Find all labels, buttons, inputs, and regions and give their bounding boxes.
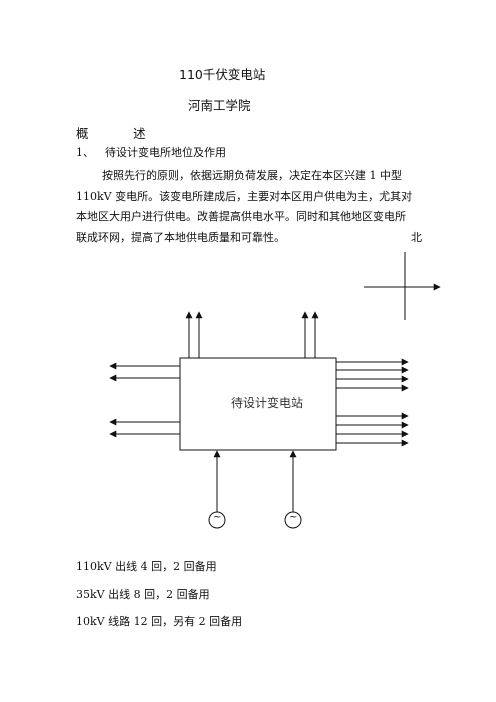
note-10kv: 10kV 线路 12 回，另有 2 回备用 (76, 615, 243, 628)
left-outgoing-lines (109, 362, 180, 438)
generator-icon (284, 511, 302, 529)
north-label: 北 (411, 231, 422, 244)
item-heading: 待设计变电所地位及作用 (105, 146, 226, 159)
section-heading-right: 述 (133, 126, 146, 141)
paragraph-line-2: 110kV 变电所。该变电所建成后，主要对本区用户供电为主，尤其对 (76, 190, 413, 203)
paragraph-line-1: 按照先行的原则，依据远期负荷发展，决定在本区兴建 1 中型 (102, 169, 402, 182)
section-heading-left: 概 (76, 126, 89, 141)
item-number: 1、 (76, 146, 94, 159)
top-outgoing-lines (185, 311, 319, 358)
station-label: 待设计变电站 (231, 396, 304, 410)
generator-symbol-right: ~ (289, 512, 298, 523)
substation-box (179, 357, 337, 451)
compass-icon (364, 252, 441, 320)
author-institution: 河南工学院 (188, 98, 251, 113)
incoming-generator-lines (208, 450, 302, 529)
right-outgoing-lines (336, 358, 409, 447)
generator-icon (208, 511, 226, 529)
generator-symbol-left: ~ (213, 512, 222, 523)
paragraph-line-3: 本地区大用户进行供电。改善提高供电水平。同时和其他地区变电所 (76, 210, 406, 223)
note-110kv: 110kV 出线 4 回，2 回备用 (76, 560, 217, 573)
document-title: 110千伏变电站 (179, 67, 266, 82)
note-35kv: 35kV 出线 8 回，2 回备用 (76, 588, 210, 601)
paragraph-line-4: 联成环网，提高了本地供电质量和可靠性。 (76, 231, 285, 244)
